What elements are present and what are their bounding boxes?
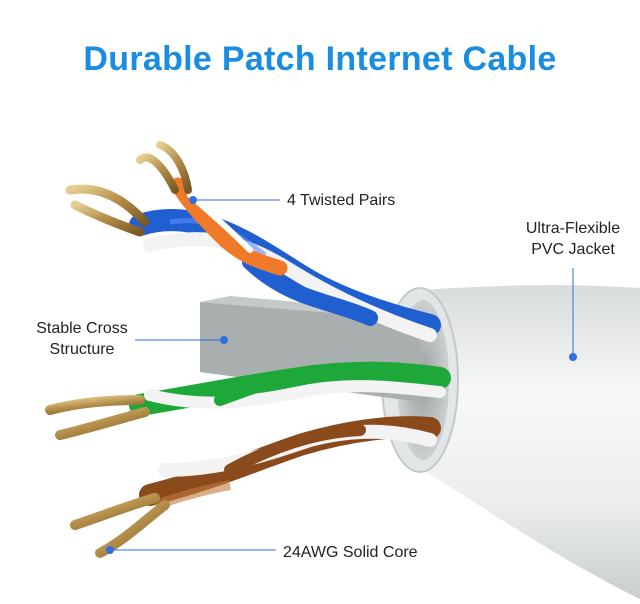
label-pvc-jacket-line2: PVC Jacket xyxy=(531,241,615,258)
page-title: Durable Patch Internet Cable xyxy=(83,40,557,78)
green-twisted-pair xyxy=(129,361,451,416)
callout-jacket xyxy=(569,268,577,361)
label-twisted-pairs: 4 Twisted Pairs xyxy=(287,192,396,209)
label-cross-structure: Stable Cross Structure xyxy=(32,318,132,360)
callout-solid-core xyxy=(106,546,276,554)
label-pvc-jacket-line1: Ultra-Flexible xyxy=(525,220,621,237)
label-cross-structure-line1: Stable Cross xyxy=(36,320,128,337)
brown-twisted-pair xyxy=(139,416,441,510)
label-pvc-jacket: Ultra-Flexible PVC Jacket xyxy=(520,218,626,260)
callout-cross-structure xyxy=(135,336,228,344)
callout-twisted-pairs xyxy=(189,196,280,204)
label-cross-structure-line2: Structure xyxy=(49,341,115,358)
label-solid-core: 24AWG Solid Core xyxy=(283,544,418,561)
